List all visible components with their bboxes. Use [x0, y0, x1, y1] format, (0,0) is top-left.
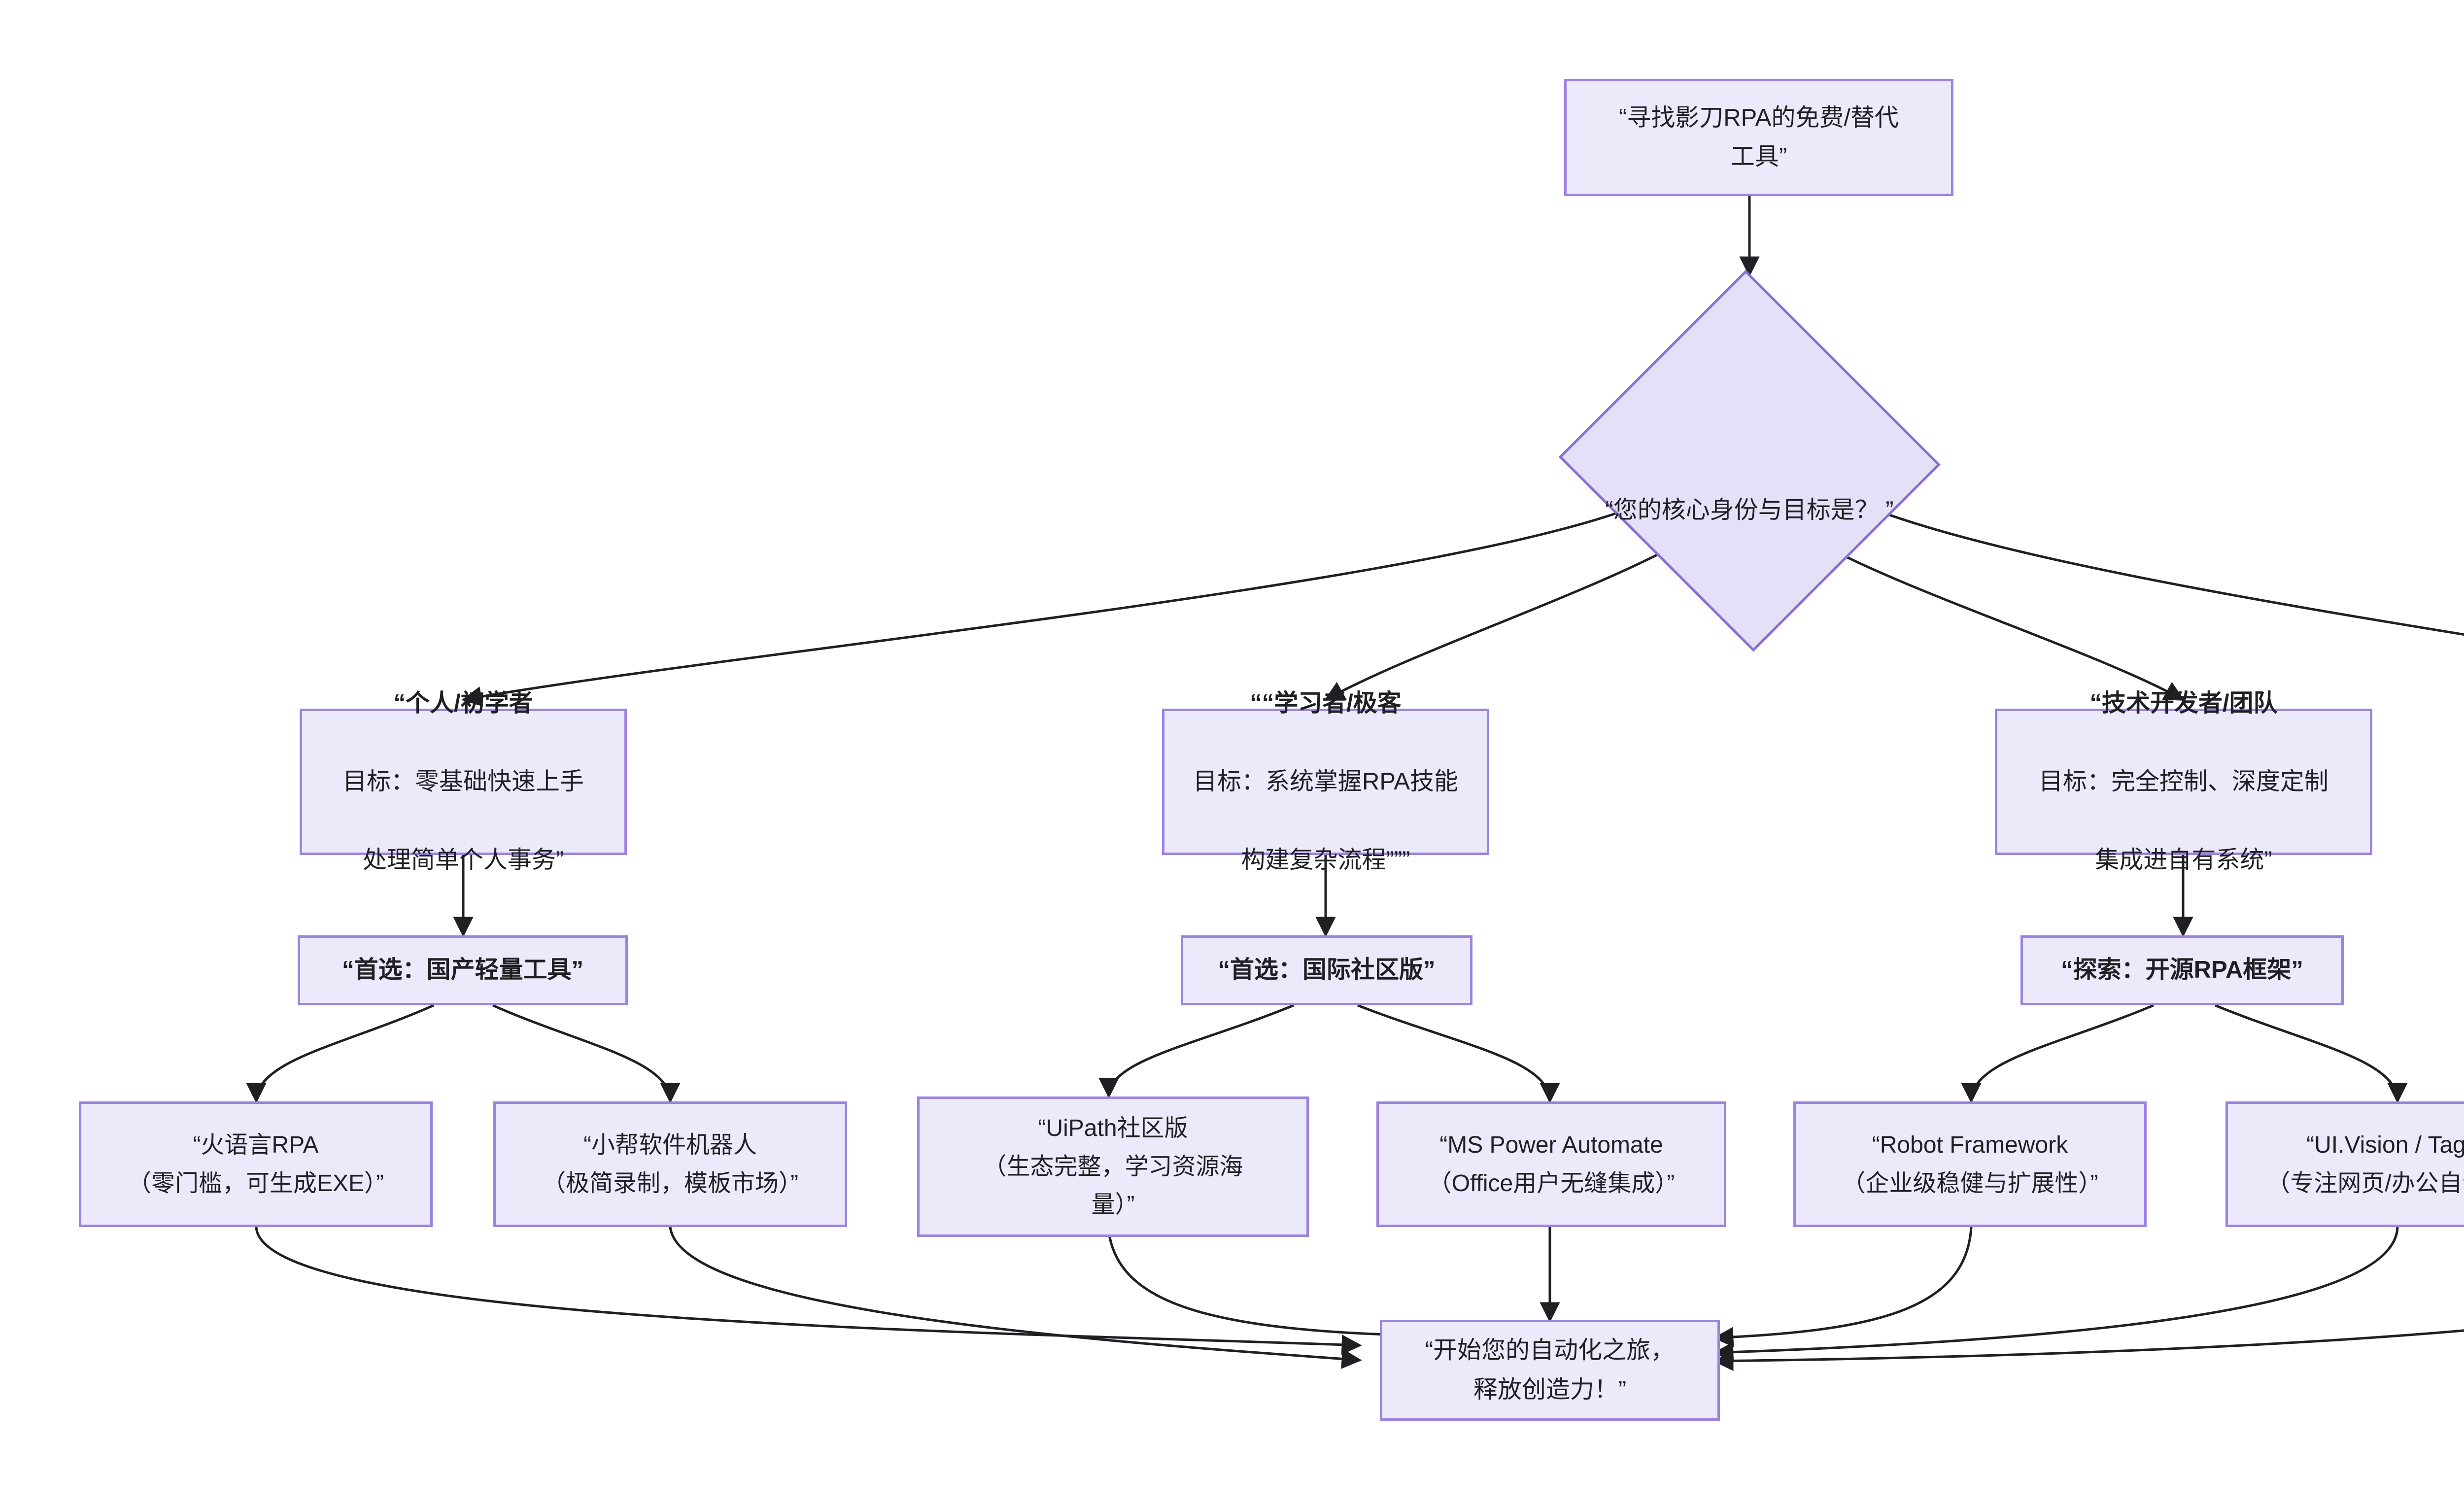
node-persona-developer[interactable]: “技术开发者/团队 目标：完全控制、深度定制 集成进自有系统”	[1995, 690, 2372, 873]
persona-learner-heading: ““学习者/极客	[1250, 690, 1402, 717]
persona-developer-line2: 目标：完全控制、深度定制	[2038, 768, 2328, 795]
node-tool-power-automate-text: “MS Power Automate （Office用户无缝集成）”	[1428, 1131, 1675, 1197]
node-rec-opensource-text: “探索：开源RPA框架”	[2061, 957, 2303, 984]
edge-rec-opensource-tool-robot-framework	[1961, 1004, 2154, 1103]
node-decision[interactable]: “您的核心身份与目标是？ ”	[1555, 270, 1944, 652]
persona-beginner-heading: “个人/初学者	[393, 690, 533, 717]
persona-learner-line2: 目标：系统掌握RPA技能	[1193, 768, 1459, 795]
node-decision-text: “您的核心身份与目标是？ ”	[1605, 497, 1894, 523]
node-rec-community-text: “首选：国际社区版”	[1218, 957, 1436, 984]
persona-developer-heading: “技术开发者/团队	[2089, 690, 2278, 717]
node-end-text: “开始您的自动化之旅， 释放创造力！”	[1425, 1337, 1675, 1403]
diamond-shape	[1558, 270, 1941, 652]
persona-developer-line3: 集成进自有系统”	[2095, 846, 2272, 873]
persona-learner-line3: 构建复杂流程”””	[1241, 846, 1410, 873]
node-tool-uipath-text: “UiPath社区版 （生态完整，学习资源海 量）”	[983, 1115, 1243, 1218]
node-persona-learner[interactable]: ““学习者/极客 目标：系统掌握RPA技能 构建复杂流程”””	[1162, 690, 1489, 873]
node-rec-domestic[interactable]: “首选：国产轻量工具”	[298, 935, 628, 1005]
node-tool-xiaobang[interactable]: “小帮软件机器人 （极简录制，模板市场）”	[493, 1101, 847, 1227]
node-rec-opensource[interactable]: “探索：开源RPA框架”	[2020, 935, 2344, 1005]
edge-rec-domestic-tool-xiaobang	[492, 1004, 681, 1103]
node-end[interactable]: “开始您的自动化之旅， 释放创造力！”	[1380, 1320, 1720, 1421]
node-tool-uivision-tagui-text: “UI.Vision / TagUI （专注网页/办公自动化）”	[2266, 1131, 2464, 1197]
node-start-text: “寻找影刀RPA的免费/替代 工具”	[1618, 104, 1899, 170]
node-rec-community[interactable]: “首选：国际社区版”	[1181, 935, 1472, 1005]
node-tool-robot-framework[interactable]: “Robot Framework （企业级稳健与扩展性）”	[1793, 1101, 2147, 1227]
edge-tool-xiaobang-end	[669, 1227, 1362, 1369]
persona-beginner-line3: 处理简单个人事务”	[362, 846, 564, 873]
edge-rec-community-tool-power-automate	[1357, 1004, 1560, 1103]
edge-tool-uivision-end	[1713, 1227, 2399, 1363]
edge-tool-robot-framework-end	[1713, 1227, 1973, 1347]
node-tool-robot-framework-text: “Robot Framework （企业级稳健与扩展性）”	[1842, 1131, 2098, 1197]
node-tool-uipath[interactable]: “UiPath社区版 （生态完整，学习资源海 量）”	[917, 1096, 1309, 1237]
node-start[interactable]: “寻找影刀RPA的免费/替代 工具”	[1564, 79, 1953, 196]
node-rec-domestic-text: “首选：国产轻量工具”	[342, 957, 583, 984]
node-persona-beginner[interactable]: “个人/初学者 目标：零基础快速上手 处理简单个人事务”	[300, 690, 627, 873]
node-tool-uivision-tagui[interactable]: “UI.Vision / TagUI （专注网页/办公自动化）”	[2225, 1101, 2464, 1227]
node-tool-power-automate[interactable]: “MS Power Automate （Office用户无缝集成）”	[1376, 1101, 1726, 1227]
edge-tool-uipath-end	[1107, 1232, 1421, 1345]
node-tool-huoyuyan-text: “火语言RPA （零门槛，可生成EXE）”	[127, 1131, 384, 1197]
edge-rec-domestic-tool-huoyuyan	[246, 1004, 435, 1103]
persona-beginner-line2: 目标：零基础快速上手	[342, 768, 584, 795]
node-tool-xiaobang-text: “小帮软件机器人 （极简录制，模板市场）”	[542, 1131, 798, 1197]
node-tool-huoyuyan[interactable]: “火语言RPA （零门槛，可生成EXE）”	[79, 1101, 433, 1227]
edge-tool-shizai-end	[1713, 1329, 2464, 1371]
edge-rec-opensource-tool-uivision	[2215, 1004, 2408, 1103]
edge-rec-community-tool-uipath	[1098, 1004, 1294, 1098]
edge-tool-huoyuyan-end	[255, 1227, 1362, 1355]
